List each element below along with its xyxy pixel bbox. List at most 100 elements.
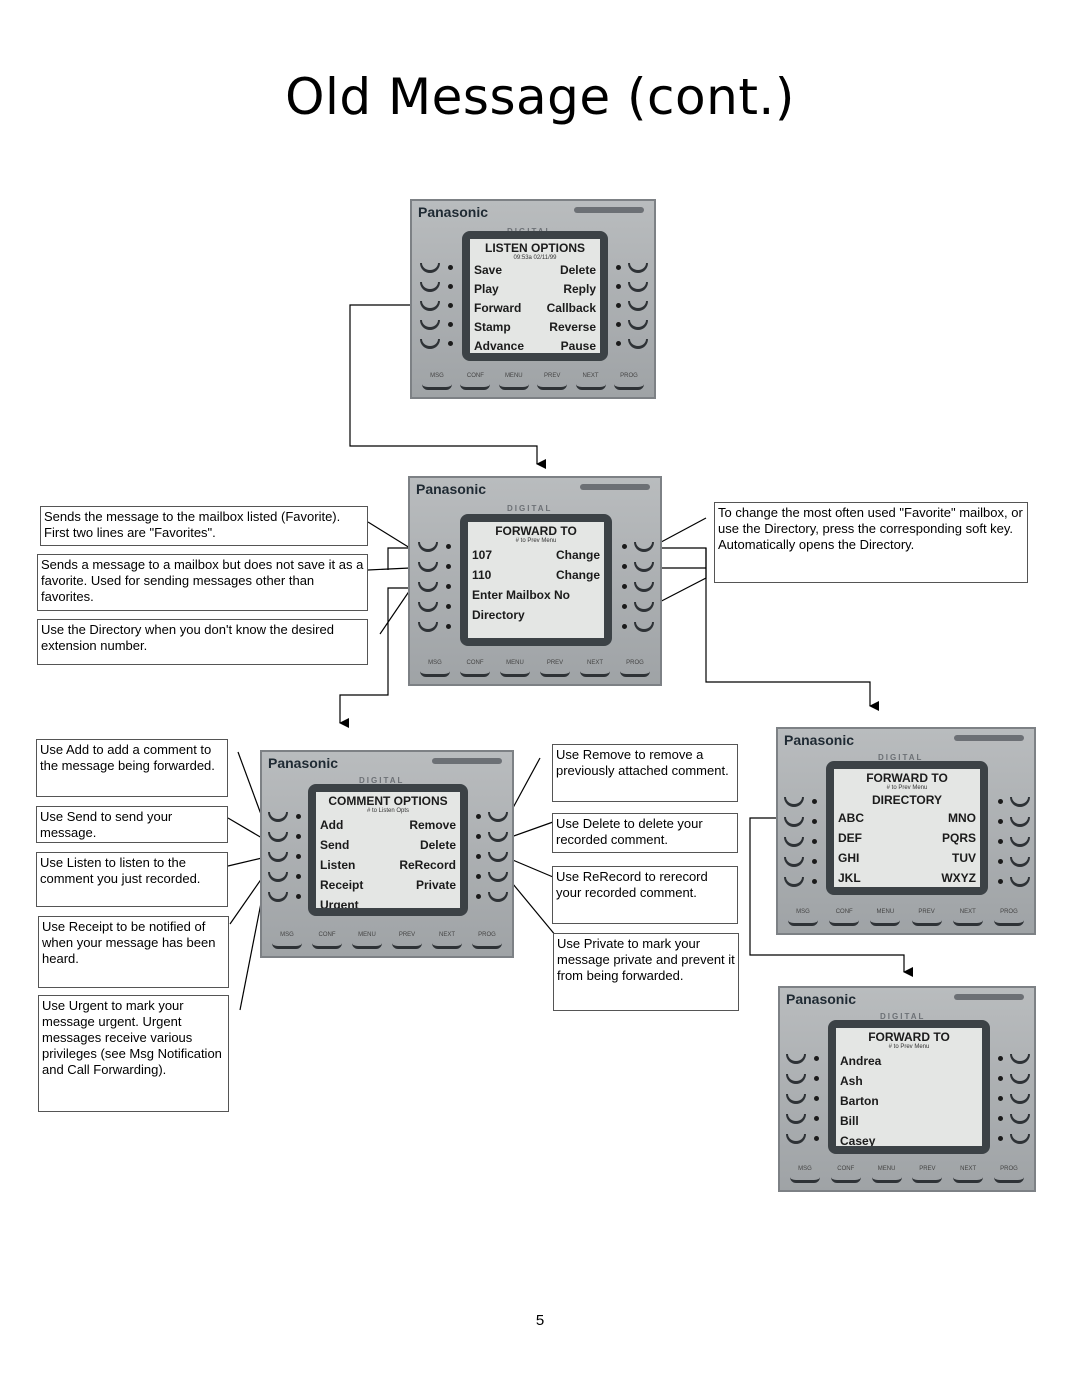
soft-key-right[interactable] bbox=[488, 872, 508, 882]
menu-key[interactable]: MENU bbox=[500, 660, 530, 677]
next-key[interactable]: NEXT bbox=[952, 909, 983, 926]
next-key[interactable]: NEXT bbox=[575, 373, 606, 390]
soft-key-right[interactable] bbox=[628, 320, 648, 330]
soft-key-right[interactable] bbox=[628, 301, 648, 311]
indicator-dot bbox=[622, 544, 627, 549]
indicator-dot bbox=[296, 874, 301, 879]
indicator-dot bbox=[998, 839, 1003, 844]
soft-key-right[interactable] bbox=[1010, 1054, 1030, 1064]
soft-key-right[interactable] bbox=[634, 542, 654, 552]
prev-key[interactable]: PREV bbox=[912, 1166, 943, 1183]
msg-key[interactable]: MSG bbox=[788, 909, 818, 926]
next-key[interactable]: NEXT bbox=[953, 1166, 984, 1183]
soft-key-left[interactable] bbox=[420, 320, 440, 330]
indicator-dot bbox=[998, 1136, 1003, 1141]
brand-label: Panasonic bbox=[416, 481, 487, 497]
soft-key-left[interactable] bbox=[418, 542, 438, 552]
soft-key-left[interactable] bbox=[418, 622, 438, 632]
soft-key-left[interactable] bbox=[418, 582, 438, 592]
prog-key[interactable]: PROG bbox=[993, 1166, 1024, 1183]
soft-key-right[interactable] bbox=[634, 602, 654, 612]
phone-comment-options: Panasonic DIGITAL COMMENT OPTIONS # to L… bbox=[260, 750, 514, 958]
next-key[interactable]: NEXT bbox=[580, 660, 610, 677]
menu-row: Casey bbox=[840, 1134, 876, 1148]
soft-key-left[interactable] bbox=[786, 1134, 806, 1144]
soft-key-left[interactable] bbox=[268, 872, 288, 882]
menu-key[interactable]: MENU bbox=[498, 373, 529, 390]
prog-key[interactable]: PROG bbox=[993, 909, 1024, 926]
soft-key-left[interactable] bbox=[786, 1074, 806, 1084]
soft-key-left[interactable] bbox=[786, 1054, 806, 1064]
indicator-dot bbox=[814, 1116, 819, 1121]
soft-key-left[interactable] bbox=[418, 562, 438, 572]
soft-key-right[interactable] bbox=[1010, 877, 1030, 887]
soft-key-left[interactable] bbox=[784, 857, 804, 867]
soft-key-left[interactable] bbox=[268, 812, 288, 822]
msg-key[interactable]: MSG bbox=[420, 660, 450, 677]
prev-key[interactable]: PREV bbox=[911, 909, 942, 926]
soft-key-left[interactable] bbox=[784, 877, 804, 887]
prog-key[interactable]: PROG bbox=[620, 660, 650, 677]
soft-key-right[interactable] bbox=[488, 892, 508, 902]
menu-key[interactable]: MENU bbox=[871, 1166, 902, 1183]
soft-key-left[interactable] bbox=[418, 602, 438, 612]
conf-key[interactable]: CONF bbox=[460, 660, 490, 677]
soft-key-right[interactable] bbox=[1010, 1134, 1030, 1144]
screen-title: FORWARD TO bbox=[868, 1030, 950, 1044]
prev-key[interactable]: PREV bbox=[537, 373, 568, 390]
soft-key-left[interactable] bbox=[786, 1114, 806, 1124]
soft-key-right[interactable] bbox=[1010, 817, 1030, 827]
menu-key[interactable]: MENU bbox=[870, 909, 901, 926]
soft-key-right[interactable] bbox=[628, 263, 648, 273]
soft-key-left[interactable] bbox=[784, 837, 804, 847]
indicator-dot bbox=[622, 604, 627, 609]
menu-key[interactable]: MENU bbox=[352, 932, 382, 949]
soft-key-right[interactable] bbox=[1010, 1074, 1030, 1084]
soft-key-left[interactable] bbox=[420, 301, 440, 311]
soft-key-left[interactable] bbox=[784, 797, 804, 807]
soft-key-right[interactable] bbox=[634, 562, 654, 572]
soft-key-right[interactable] bbox=[488, 852, 508, 862]
indicator-dot bbox=[448, 265, 453, 270]
note-send: Use Send to send your message. bbox=[36, 806, 228, 843]
flow-comment-arrow bbox=[339, 587, 410, 728]
soft-key-right[interactable] bbox=[628, 339, 648, 349]
conf-key[interactable]: CONF bbox=[829, 909, 860, 926]
soft-key-right[interactable] bbox=[1010, 1114, 1030, 1124]
next-key[interactable]: NEXT bbox=[432, 932, 462, 949]
msg-key[interactable]: MSG bbox=[790, 1166, 820, 1183]
msg-key[interactable]: MSG bbox=[272, 932, 302, 949]
soft-key-left[interactable] bbox=[784, 817, 804, 827]
soft-key-left[interactable] bbox=[420, 263, 440, 273]
msg-key[interactable]: MSG bbox=[422, 373, 452, 390]
soft-key-left[interactable] bbox=[420, 282, 440, 292]
indicator-dot bbox=[622, 624, 627, 629]
soft-key-left[interactable] bbox=[420, 339, 440, 349]
indicator-dot bbox=[814, 1136, 819, 1141]
soft-key-left[interactable] bbox=[786, 1094, 806, 1104]
soft-key-right[interactable] bbox=[634, 582, 654, 592]
prog-key[interactable]: PROG bbox=[472, 932, 502, 949]
soft-key-right[interactable] bbox=[488, 832, 508, 842]
conf-key[interactable]: CONF bbox=[460, 373, 491, 390]
prev-key[interactable]: PREV bbox=[392, 932, 422, 949]
soft-key-right[interactable] bbox=[488, 812, 508, 822]
soft-key-right[interactable] bbox=[1010, 797, 1030, 807]
soft-key-right[interactable] bbox=[634, 622, 654, 632]
conf-key[interactable]: CONF bbox=[312, 932, 342, 949]
soft-key-right[interactable] bbox=[1010, 1094, 1030, 1104]
soft-key-right[interactable] bbox=[628, 282, 648, 292]
soft-key-left[interactable] bbox=[268, 852, 288, 862]
prog-key[interactable]: PROG bbox=[613, 373, 644, 390]
conf-key[interactable]: CONF bbox=[830, 1166, 861, 1183]
soft-key-right[interactable] bbox=[1010, 837, 1030, 847]
indicator-dot bbox=[616, 265, 621, 270]
prev-key[interactable]: PREV bbox=[540, 660, 570, 677]
soft-key-left[interactable] bbox=[268, 892, 288, 902]
soft-key-left[interactable] bbox=[268, 832, 288, 842]
soft-key-right[interactable] bbox=[1010, 857, 1030, 867]
